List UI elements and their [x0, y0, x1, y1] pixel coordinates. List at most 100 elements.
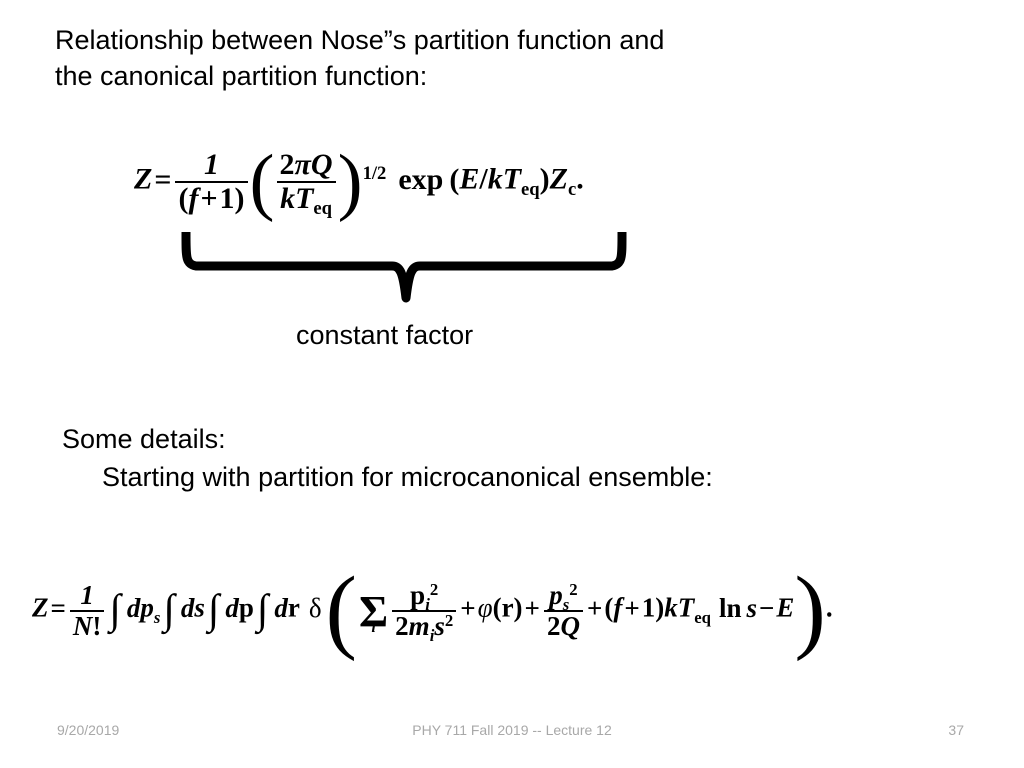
eq2-thermostat-denominator: 2Q: [543, 609, 583, 641]
slide-footer: 9/20/2019 PHY 711 Fall 2019 -- Lecture 1…: [0, 722, 1024, 746]
eq2-phi-close: ): [513, 592, 523, 623]
eq1-den-one: 1: [219, 181, 235, 215]
eq2-tail-k: k: [664, 592, 678, 623]
constant-factor-brace: [178, 232, 630, 310]
eq1-prefactor-fraction: 1 (f+1): [175, 148, 248, 215]
eq2-frac-denominator: N!: [69, 609, 105, 641]
eq2-kinetic-two: 2: [395, 610, 409, 641]
eq2-tail-open-paren: (: [604, 592, 614, 623]
footer-page-number: 37: [948, 722, 964, 738]
eq2-plus-2: +: [524, 592, 540, 623]
eq2-kinetic-denominator: 2mis2: [392, 609, 457, 643]
eq2-kinetic-p-power: 2: [429, 580, 439, 600]
eq2-thermostat-p-subscript: s: [562, 595, 570, 615]
eq1-exp-T: T: [502, 162, 522, 196]
eq1-inner-T: T: [295, 181, 314, 215]
eq1-exp-k: k: [487, 162, 503, 196]
eq2-open-paren: (: [325, 558, 358, 662]
eq1-exp-slash: /: [479, 162, 488, 196]
eq2-thermostat-p: p: [549, 580, 563, 611]
slide-title-line-2: the canonical partition function:: [55, 61, 428, 91]
eq2-sum-glyph: Σ: [359, 585, 389, 636]
eq2-minus: −: [759, 592, 775, 623]
eq2-thermostat-numerator: ps2: [544, 580, 583, 613]
eq2-tail-one: 1: [641, 592, 656, 623]
eq2-kinetic-p: p: [410, 580, 426, 611]
eq1-tail-Z: Z: [549, 162, 568, 196]
eq2-kinetic-m-subscript: i: [429, 625, 435, 645]
footer-date: 9/20/2019: [57, 722, 120, 738]
eq1-den-open-paren: (: [178, 181, 189, 215]
eq2-ln-label: ln: [718, 592, 742, 623]
eq1-lhs: Z: [134, 162, 153, 196]
eq2-integral-1: ∫: [109, 586, 121, 633]
eq1-den-close-paren: ): [234, 181, 245, 215]
eq1-inner-pi: π: [294, 148, 311, 182]
eq2-thermostat-two: 2: [546, 610, 561, 641]
eq1-exp-T-subscript: eq: [521, 179, 540, 201]
eq2-kinetic-m: m: [408, 610, 430, 641]
eq1-den-f: f: [188, 181, 199, 215]
slide-title: Relationship between Nose”s partition fu…: [55, 22, 915, 94]
eq1-frac-numerator: 1: [203, 148, 219, 182]
details-block: Some details: Starting with partition fo…: [62, 420, 942, 496]
brace-shape: [181, 232, 627, 303]
eq2-dp-p-vector: p: [238, 592, 254, 623]
eq2-frac-numerator: 1: [80, 580, 94, 611]
eq1-exponent: 1/2: [362, 162, 387, 184]
eq2-kinetic-numerator: pi2: [392, 580, 456, 613]
eq1-exp-close-paren: ): [539, 162, 550, 196]
details-line-2: Starting with partition for microcanonic…: [102, 462, 713, 492]
eq2-phi-r: r: [501, 592, 514, 623]
eq1-exp-E: E: [459, 162, 480, 196]
eq2-delta: δ: [308, 592, 322, 623]
eq1-open-paren: (: [249, 140, 275, 223]
eq2-phi: φ: [477, 592, 493, 623]
details-line-1: Some details:: [62, 424, 226, 454]
eq2-tail-f: f: [613, 592, 623, 623]
eq2-plus-1: +: [460, 592, 476, 623]
eq2-kinetic-s: s: [434, 610, 445, 641]
eq1-den-plus: +: [200, 181, 218, 215]
eq2-integral-3: ∫: [207, 586, 220, 633]
eq2-dps-d: d: [126, 592, 141, 623]
eq2-dp-d: d: [225, 592, 239, 623]
eq2-integral-2: ∫: [163, 586, 175, 633]
eq2-kinetic-p-subscript: i: [425, 595, 430, 615]
eq2-ln-argument: s: [746, 592, 758, 623]
eq2-dr-r-vector: r: [287, 592, 300, 623]
eq2-plus-3: +: [586, 592, 603, 623]
eq2-dr-d: d: [274, 592, 288, 623]
eq2-tail-T: T: [677, 592, 695, 623]
eq1-exp-label: exp: [398, 162, 444, 196]
eq1-inner-T-subscript: eq: [313, 198, 333, 220]
eq2-den-factorial: !: [92, 610, 102, 641]
brace-path: [181, 232, 627, 303]
eq2-ds-d: d: [180, 592, 195, 623]
eq2-kinetic-s-power: 2: [444, 610, 454, 630]
eq2-tail-T-subscript: eq: [694, 607, 711, 627]
eq2-dps-p: p: [140, 592, 154, 623]
eq1-inner-denominator: kTeq: [276, 180, 336, 218]
eq2-den-N: N: [72, 610, 93, 641]
eq1-exp-open-paren: (: [449, 162, 460, 196]
eq2-thermostat-p-power: 2: [569, 580, 578, 600]
eq1-close-paren: ): [337, 140, 363, 223]
eq2-sum-index: i: [371, 618, 376, 636]
slide-title-line-1: Relationship between Nose”s partition fu…: [55, 25, 665, 55]
eq2-ds-s: s: [194, 592, 205, 623]
eq2-tail-close-paren: ): [655, 592, 665, 623]
eq1-period: .: [576, 162, 584, 196]
eq2-dps-subscript: s: [153, 607, 161, 627]
eq1-tail-subscript: c: [567, 179, 577, 201]
eq2-thermostat-Q: Q: [560, 610, 580, 641]
brace-label: constant factor: [296, 320, 474, 350]
eq2-close-paren: ): [794, 558, 826, 662]
